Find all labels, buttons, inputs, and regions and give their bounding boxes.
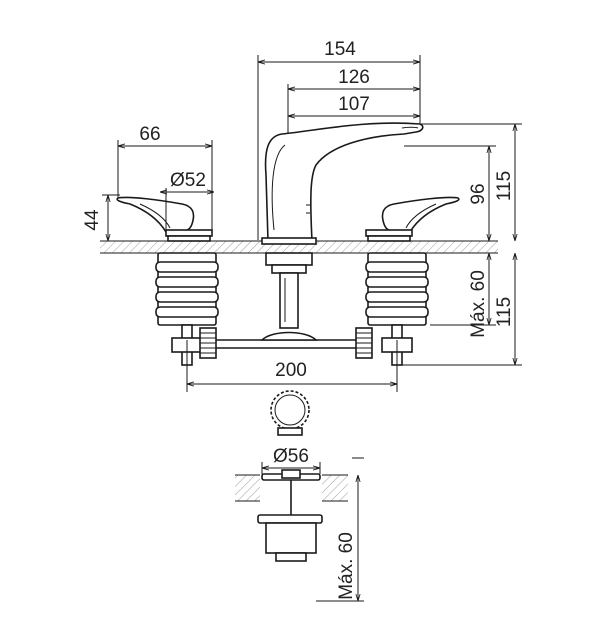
label-115-lower: 115 — [494, 297, 515, 327]
label-115-upper: 115 — [494, 171, 515, 201]
left-handle — [116, 196, 213, 242]
label-66: 66 — [139, 124, 160, 145]
hose-section-detail — [270, 390, 310, 436]
dim-line-d56 — [261, 462, 321, 474]
label-max60-drain: Máx. 60 — [336, 532, 357, 600]
right-handle — [365, 196, 460, 242]
drain-assembly — [235, 469, 348, 562]
dim-line-115-upper — [420, 123, 522, 241]
dim-line-115-lower — [402, 253, 522, 366]
label-96: 96 — [468, 183, 489, 204]
label-d52: Ø52 — [170, 170, 206, 191]
dim-line-126 — [287, 84, 420, 134]
dim-line-66 — [117, 140, 213, 230]
label-107: 107 — [338, 94, 370, 115]
dim-line-44 — [102, 194, 120, 241]
dim-line-200 — [186, 340, 398, 392]
dim-line-max60-drain — [316, 457, 364, 602]
label-154: 154 — [324, 39, 356, 60]
dim-line-d52 — [160, 188, 214, 230]
dim-line-max60-upper — [430, 253, 496, 326]
label-max60-upper: Máx. 60 — [468, 270, 489, 338]
dim-line-96 — [404, 145, 496, 241]
label-200: 200 — [275, 360, 307, 381]
spout — [261, 122, 424, 245]
label-d56: Ø56 — [273, 446, 309, 467]
label-44: 44 — [82, 209, 103, 231]
spout-shank-and-hoses — [199, 252, 373, 359]
label-126: 126 — [338, 67, 370, 88]
